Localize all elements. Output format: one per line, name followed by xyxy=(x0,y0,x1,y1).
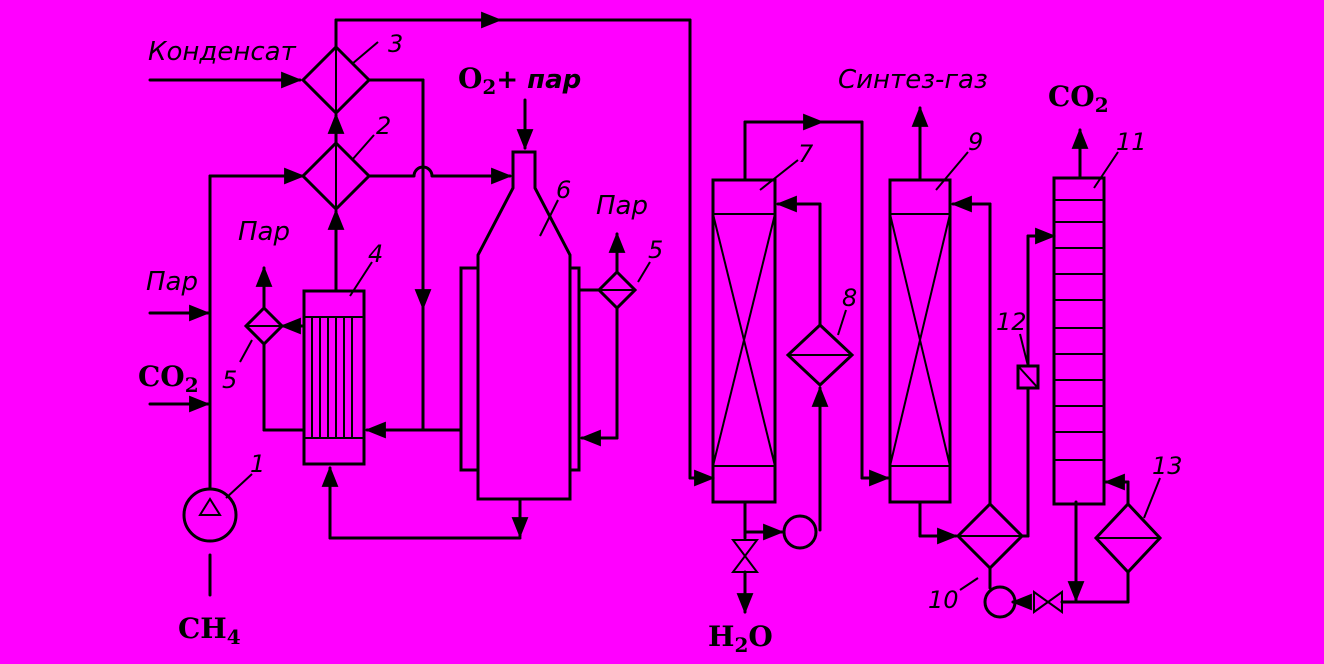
reformer-4 xyxy=(302,289,366,466)
heat-exchanger-5-right xyxy=(577,231,638,447)
leader-lines xyxy=(225,41,1161,591)
steam-feed-label: Пар xyxy=(146,267,198,297)
condensate-label: Конденсат xyxy=(148,37,297,67)
number-5-left: 5 xyxy=(222,366,237,394)
steam-5-left-label: Пар xyxy=(238,217,290,247)
synthesis-gas-label: Синтез-газ xyxy=(838,65,988,95)
number-4: 4 xyxy=(368,240,383,268)
valve-13-line xyxy=(1033,590,1063,614)
heat-exchanger-5-left xyxy=(243,265,306,432)
o2-steam-label: O2+ пар xyxy=(458,62,581,99)
number-13: 13 xyxy=(1152,452,1183,480)
h2o-subscript: 2 xyxy=(734,633,748,657)
number-9: 9 xyxy=(968,128,983,156)
pump-1 xyxy=(182,487,238,597)
line-2-to-reactor xyxy=(367,165,513,185)
co2-out-subscript: 2 xyxy=(1095,93,1109,117)
co2-out-symbol: CO xyxy=(1048,80,1095,113)
valve-h2o xyxy=(731,539,759,615)
number-12: 12 xyxy=(996,308,1027,336)
number-7: 7 xyxy=(798,140,814,168)
number-10: 10 xyxy=(928,586,959,614)
feed-line-main xyxy=(208,167,306,491)
ch4-label: CH4 xyxy=(178,612,241,649)
loop-4-6 xyxy=(321,465,529,540)
o2-steam-rest: + пар xyxy=(496,65,581,95)
reactor-6 xyxy=(459,150,581,501)
valve-12 xyxy=(1016,364,1040,390)
co2-feed-label: CO2 xyxy=(138,360,199,397)
pump-7 xyxy=(782,514,818,550)
h2o-label: H2O xyxy=(708,620,773,657)
number-3: 3 xyxy=(388,30,403,58)
number-11: 11 xyxy=(1116,128,1147,156)
h2o-o: O xyxy=(748,620,772,653)
co2-feed-subscript: 2 xyxy=(185,373,199,397)
heat-exchanger-10 xyxy=(955,501,1025,571)
number-8: 8 xyxy=(842,284,857,312)
co2-feed-symbol: CO xyxy=(138,360,185,393)
steam-5-right-label: Пар xyxy=(596,191,648,221)
co2-out-label: CO2 xyxy=(1048,80,1109,117)
number-5-right: 5 xyxy=(648,236,663,264)
h2o-h: H xyxy=(708,620,734,653)
ch4-symbol: CH xyxy=(178,612,227,645)
heat-exchanger-8 xyxy=(785,322,855,388)
column-9 xyxy=(888,178,952,504)
ch4-subscript: 4 xyxy=(227,625,241,649)
number-2: 2 xyxy=(376,112,391,140)
column-7 xyxy=(711,178,777,504)
o2-subscript: 2 xyxy=(482,75,496,99)
heat-exchanger-13 xyxy=(1093,501,1163,575)
number-6: 6 xyxy=(556,176,571,204)
number-1: 1 xyxy=(250,450,265,478)
column-11 xyxy=(1052,176,1106,506)
o2-symbol: O xyxy=(458,62,482,95)
pump-10 xyxy=(983,585,1017,619)
